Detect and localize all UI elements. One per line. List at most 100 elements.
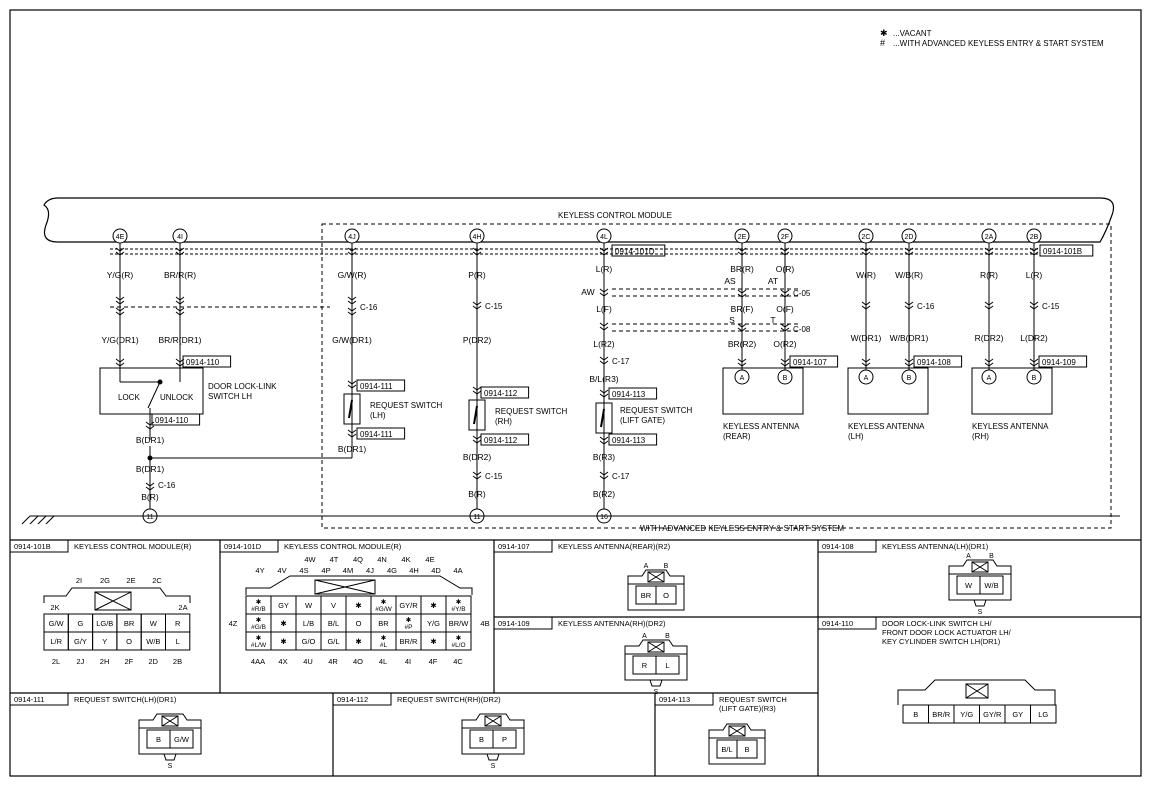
ground-symbol	[21, 515, 55, 525]
wire-label-l-dr2: L(DR2)	[1020, 333, 1048, 343]
label-line: KEYLESS ANTENNA(LH)(DR1)	[882, 542, 989, 551]
tag-0914-113-bot: 0914-113	[612, 436, 646, 445]
request-switch-lh-label: REQUEST SWITCH(LH)	[370, 401, 443, 420]
joint-c08: C-08	[793, 325, 811, 334]
wire-label-r-r: R(R)	[980, 270, 998, 280]
c101b-row1-pin: W	[150, 619, 158, 628]
c113-housing	[708, 723, 766, 746]
tag-0914-111-bot-box	[356, 427, 406, 440]
pin-text: P	[502, 735, 507, 744]
panel-code-box	[493, 616, 553, 630]
tag-0914-101b-box	[1039, 244, 1094, 257]
c101d-row1-pin: GY/R	[399, 601, 418, 610]
pin-text: #R/B	[251, 606, 265, 613]
keyless-antenna-rh-label: KEYLESS ANTENNA(RH)	[972, 422, 1049, 441]
c111-housing	[138, 713, 202, 736]
connector-symbol	[780, 247, 790, 256]
tag-0914-108-box	[913, 355, 963, 368]
panel-code: 0914-112	[337, 695, 368, 704]
connector-symbol	[780, 323, 790, 332]
pin-text: ✱	[430, 601, 437, 610]
wire-label-o-r: O(R)	[776, 264, 795, 274]
connector-symbol	[347, 247, 357, 256]
pin-text: Y	[102, 637, 107, 646]
legend-adv-text: ...WITH ADVANCED KEYLESS ENTRY & START S…	[893, 39, 1104, 48]
module-terminal-label: 4L	[600, 234, 608, 241]
label-line: REQUEST SWITCH	[370, 401, 443, 410]
pin-text: B	[156, 735, 161, 744]
tag-0914-113-top-box	[608, 387, 658, 400]
wire-label-l-r: L(R)	[596, 264, 613, 274]
c101b-bottom-pin-label: 2H	[100, 657, 110, 666]
c109-top-b: B	[665, 633, 670, 640]
connector-symbol	[1029, 301, 1039, 310]
c109-pins-cell	[655, 655, 680, 675]
pin-text: W/B	[984, 581, 998, 590]
c101d-row2-pin: BR	[378, 619, 389, 628]
c109-top-a: A	[642, 633, 647, 640]
c101d-bottom-pin-label: 4L	[379, 657, 387, 666]
pin-text: #L	[380, 642, 388, 649]
module-terminal-label: 2F	[781, 234, 789, 241]
connector-symbol	[175, 247, 185, 256]
pin-text: GY	[278, 601, 289, 610]
wire-label-yg-r: Y/G(R)	[107, 270, 134, 280]
connector-symbol	[861, 247, 871, 256]
tag-0914-107-box	[789, 355, 839, 368]
panel-code-box	[332, 692, 392, 706]
tag-0914-108: 0914-108	[917, 358, 951, 367]
pin-text: BR/R	[400, 637, 419, 646]
label-line: FRONT DOOR LOCK ACTUATOR LH/	[882, 628, 1012, 637]
c107-pins-cell	[655, 585, 677, 605]
label-line: (LIFT GATE)	[620, 416, 665, 425]
pin-text: B/L	[721, 745, 732, 754]
panel-code: 0914-107	[498, 542, 530, 551]
c101b-housing	[43, 587, 191, 603]
panel-title: KEYLESS ANTENNA(REAR)(R2)	[558, 542, 671, 551]
joint-c16-a: C-16	[360, 303, 378, 312]
c101d-top1-pin-label: 4Q	[353, 555, 363, 564]
module-terminal-label: 2A	[985, 234, 994, 241]
c101d-top2-pin-label: 4D	[431, 566, 441, 575]
pin-text: B	[744, 745, 749, 754]
tag-0914-112-top: 0914-112	[484, 389, 518, 398]
connector-symbol	[904, 358, 914, 367]
c101b-row2-pin: Y	[102, 637, 107, 646]
c101b-bottom-pin-label: 2B	[173, 657, 182, 666]
switch-unlock-label: UNLOCK	[160, 393, 194, 402]
connector-symbol	[984, 247, 994, 256]
c112-s-label: S	[491, 763, 496, 770]
tag-0914-111-top: 0914-111	[360, 382, 393, 391]
panel-code: 0914-101D	[224, 542, 262, 551]
panel-code: 0914-111	[14, 695, 45, 704]
pin-text: W/B	[146, 637, 160, 646]
c111-pins-pin: G/W	[174, 735, 190, 744]
module-title: KEYLESS CONTROL MODULE	[558, 211, 672, 220]
label-line: REQUEST SWITCH	[620, 406, 693, 415]
ground-label-11b: 11	[473, 514, 480, 521]
c113-lock-x	[728, 725, 746, 737]
label-line: KEYLESS ANTENNA(RH)(DR2)	[558, 619, 666, 628]
c109-pins-pin: L	[665, 661, 669, 670]
label-line: KEYLESS ANTENNA	[723, 422, 800, 431]
module-terminal-label: 2E	[738, 234, 747, 241]
c101d-row3-pin: BR/R	[400, 637, 419, 646]
c101d-side-left: 4Z	[229, 619, 238, 628]
c113-pins-pin: B/L	[721, 745, 732, 754]
pin-text: ✱	[256, 598, 262, 606]
wire-label-t: T	[770, 315, 775, 325]
connector-symbol	[472, 247, 482, 256]
connector-symbol	[145, 482, 155, 491]
tag-0914-111-bot: 0914-111	[360, 430, 393, 439]
wire-label-l-f: L(F)	[596, 304, 612, 314]
c112-pins-pin: P	[502, 735, 507, 744]
pin-text: L	[176, 637, 180, 646]
label-line: KEY CYLINDER SWITCH LH(DR1)	[882, 637, 1001, 646]
c101b-top-pin-label: 2E	[126, 576, 135, 585]
c109-s-label: S	[654, 689, 659, 696]
antenna-rear-pin-b	[777, 369, 793, 385]
wire-label-o-f: O(F)	[776, 304, 794, 314]
wire-label-yg-dr1: Y/G(DR1)	[101, 335, 138, 345]
c109-housing	[624, 639, 688, 662]
